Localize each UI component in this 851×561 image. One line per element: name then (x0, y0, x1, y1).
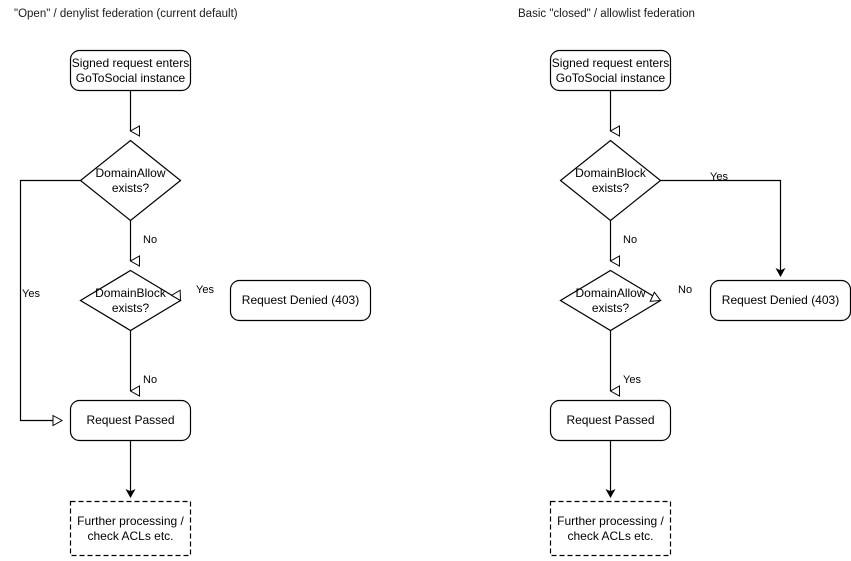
edge-label-block-no-right: No (623, 234, 638, 246)
node-further-right (549, 500, 672, 557)
diagram-left (19, 49, 372, 557)
node-decision-domainblock-left (79, 269, 182, 332)
edge-label-allow-yes-right: Yes (623, 374, 641, 386)
diagram-title-right: Basic "closed" / allowlist federation (518, 8, 695, 20)
node-denied-left (229, 279, 372, 322)
edge-label-allow-no-right: No (678, 284, 693, 296)
node-entry-left (69, 49, 192, 92)
edge-label-block-yes-left: Yes (196, 284, 214, 296)
edge-block-yes-right (660, 179, 786, 277)
node-passed-right (549, 399, 672, 442)
diagram-right (549, 49, 851, 557)
node-decision-domainallow-right (559, 269, 662, 332)
node-decision-domainallow-left (79, 139, 182, 222)
diagram-title-left: "Open" / denylist federation (current de… (14, 8, 238, 20)
edge-label-block-yes-right: Yes (710, 171, 728, 183)
node-passed-left (69, 399, 192, 442)
edge-label-allow-no-left: No (143, 234, 158, 246)
edge-label-block-no-left: No (143, 374, 158, 386)
node-denied-right (709, 279, 851, 322)
node-entry-right (549, 49, 672, 92)
node-decision-domainblock-right (559, 139, 662, 222)
node-further-left (69, 500, 192, 557)
edge-label-allow-yes-left: Yes (22, 288, 40, 300)
edge-allow-yes-left (19, 179, 81, 427)
